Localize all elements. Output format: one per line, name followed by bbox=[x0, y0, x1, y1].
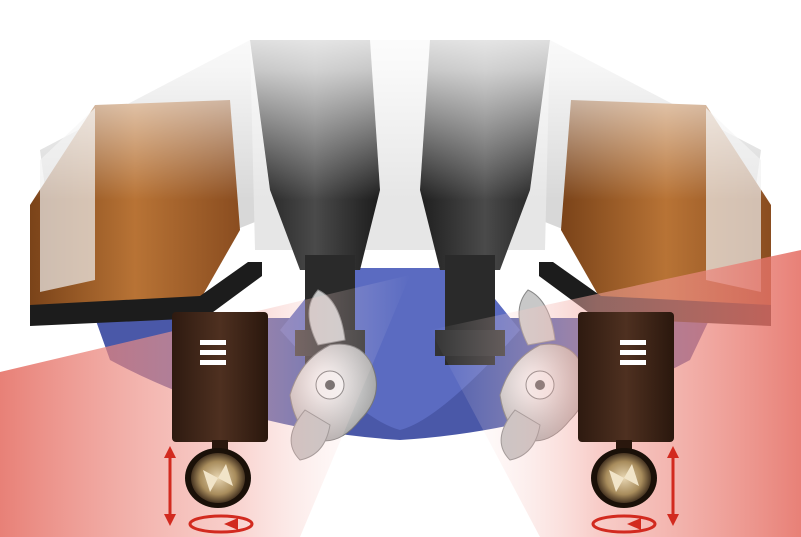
top-fade-overlay bbox=[0, 0, 801, 200]
